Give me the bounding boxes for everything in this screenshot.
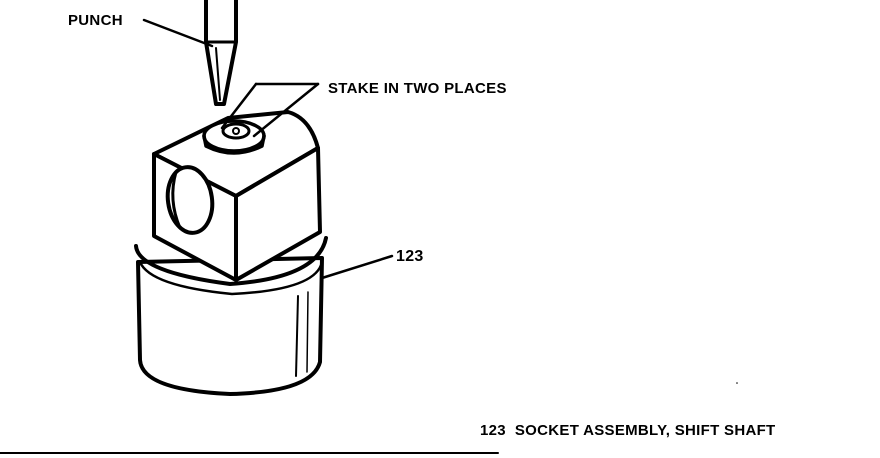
stake-label: STAKE IN TWO PLACES [328,80,507,97]
figure-caption: 123 SOCKET ASSEMBLY, SHIFT SHAFT [480,422,776,439]
stake-leader-line-c [252,82,320,138]
speck-mark [736,382,738,384]
item-number-label: 123 [396,248,424,265]
leader-lines [142,18,394,280]
punch-leader-line [142,18,214,48]
socket-cylinder-base [134,236,328,396]
staked-bushing [202,119,266,155]
punch-tool [204,0,238,106]
punch-label: PUNCH [68,12,123,29]
socket-rectangular-head [152,110,322,282]
item-123-leader-line [320,254,394,280]
stake-leader-line-b [220,82,258,130]
